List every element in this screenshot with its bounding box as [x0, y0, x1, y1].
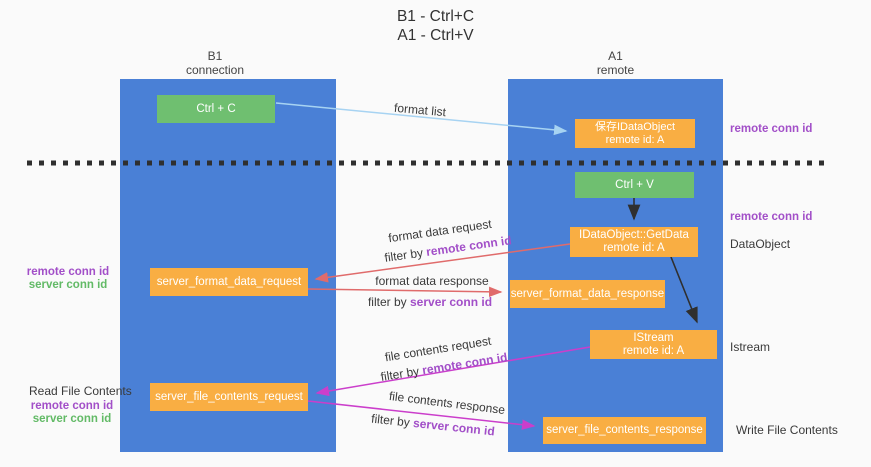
header-a1: A1 remote — [508, 49, 723, 77]
left-conn-ids-bottom: remote conn id server conn id — [22, 400, 122, 426]
server-file-contents-request-box: server_file_contents_request — [150, 383, 308, 411]
save-dataobject-box: 保存IDataObject remote id: A — [575, 119, 695, 148]
remote-conn-id-text: remote conn id — [730, 211, 813, 223]
server-format-data-request-box: server_format_data_request — [150, 268, 308, 296]
format-data-request-arrow — [314, 243, 571, 283]
save-dataobject-line2: remote id: A — [605, 133, 665, 146]
write-file-contents-label: Write File Contents — [736, 424, 838, 437]
read-file-contents-label: Read File Contents — [29, 385, 132, 398]
ctrl-c-box: Ctrl + C — [157, 95, 275, 123]
istream-line1: IStream — [633, 331, 674, 344]
getdata-to-istream-arrow — [670, 256, 698, 324]
write-file-contents-text: Write File Contents — [736, 423, 838, 437]
server-file-contents-response-label: server_file_contents_response — [546, 424, 703, 436]
ctrl-v-box: Ctrl + V — [575, 172, 694, 198]
right-remote-conn-id-top: remote conn id — [730, 123, 812, 136]
server-format-data-response-label: server_format_data_response — [510, 287, 665, 300]
server-file-contents-response-box: server_file_contents_response — [543, 417, 706, 444]
remote-conn-id-text: remote conn id — [26, 266, 110, 278]
server-format-data-response-box: server_format_data_response — [510, 280, 665, 308]
title-line-1: B1 - Ctrl+C — [396, 8, 475, 25]
header-a1-name: A1 — [608, 49, 623, 63]
format-data-response-label: format data response — [375, 274, 488, 288]
server-file-contents-request-label: server_file_contents_request — [155, 390, 303, 403]
ctrl-v-label: Ctrl + V — [615, 178, 654, 191]
server-conn-id-text: server conn id — [28, 279, 108, 291]
istream-side-label: Istream — [730, 341, 770, 354]
filter-by-text: filter by — [367, 295, 407, 309]
format-data-response-text: format data response — [375, 274, 489, 288]
save-dataobject-line1: 保存IDataObject — [594, 120, 676, 133]
title-line-2: A1 - Ctrl+V — [397, 27, 474, 44]
getdata-box: IDataObject::GetData remote id: A — [570, 227, 698, 257]
file-contents-response-arrow — [307, 400, 536, 430]
dataobject-label: DataObject — [730, 238, 790, 251]
diagram-title: B1 - Ctrl+C A1 - Ctrl+V — [0, 7, 871, 45]
file-contents-request-arrow — [315, 346, 591, 397]
right-remote-conn-id-mid: remote conn id — [730, 211, 812, 224]
read-file-contents-text: Read File Contents — [29, 384, 132, 398]
server-conn-id-text: server conn id — [32, 413, 112, 425]
getdata-line2: remote id: A — [603, 242, 665, 254]
remote-conn-id-text: remote conn id — [30, 400, 114, 412]
header-b1: B1 connection — [107, 49, 323, 77]
format-data-response-arrow — [307, 286, 503, 298]
istream-text: Istream — [730, 340, 771, 354]
header-a1-role: remote — [596, 63, 635, 77]
remote-conn-id-text: remote conn id — [730, 123, 813, 135]
header-b1-role: connection — [185, 63, 245, 77]
format-response-filter-label: filter by server conn id — [368, 295, 492, 309]
left-conn-ids-mid: remote conn id server conn id — [18, 266, 118, 292]
header-b1-name: B1 — [207, 49, 223, 63]
format-list-arrow — [275, 102, 568, 136]
dataobject-text: DataObject — [730, 237, 791, 251]
server-conn-id-text: server conn id — [410, 295, 493, 309]
getdata-line1: IDataObject::GetData — [579, 229, 689, 241]
ctrl-c-label: Ctrl + C — [196, 102, 236, 115]
istream-line2: remote id: A — [622, 344, 685, 357]
istream-box: IStream remote id: A — [590, 330, 717, 359]
server-format-data-request-label: server_format_data_request — [156, 275, 302, 288]
